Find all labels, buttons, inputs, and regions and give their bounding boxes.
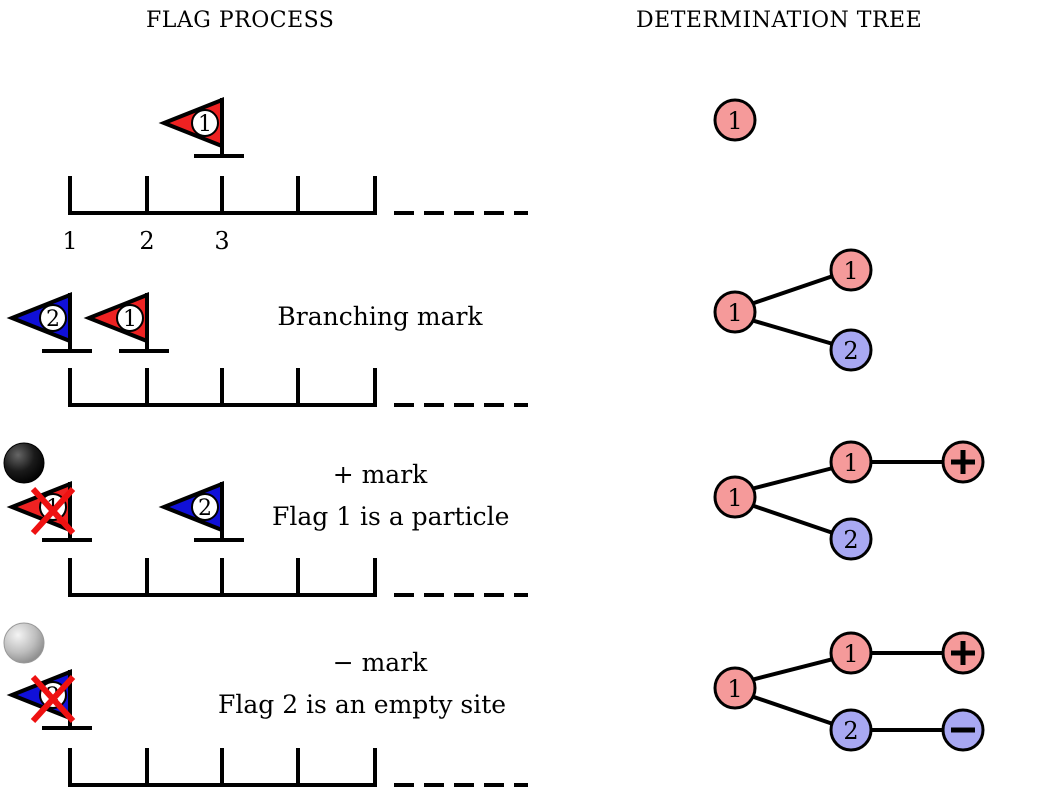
tree-node-red-1: 1: [829, 631, 873, 675]
tree-node-circle: [829, 708, 873, 752]
tree-node-circle: [829, 440, 873, 484]
tree-edge: [750, 657, 834, 682]
tree-root-node: 1: [713, 475, 757, 519]
tree-node-label: 1: [843, 449, 858, 477]
flag-number: 2: [46, 307, 60, 332]
particle-ball: [3, 442, 45, 484]
tree-node-label: 1: [727, 107, 742, 135]
tree-node-circle: [713, 475, 757, 519]
flag-blue-2: 2: [6, 292, 92, 353]
determination-tree-panel: 1 1 2 1 1 2 1 1 2 1: [713, 98, 985, 752]
tree-edge: [750, 503, 834, 535]
flag-number-circle: [39, 304, 67, 332]
axis-number-2: 2: [139, 227, 154, 255]
tree-row-4: 1 2 1: [713, 631, 985, 752]
tree-node-red-1: 1: [829, 440, 873, 484]
axis-number-3: 3: [214, 227, 229, 255]
flag-blue-2: 2: [158, 481, 244, 542]
flag-blue-2: 2: [6, 669, 92, 730]
tree-node-circle: [713, 98, 757, 142]
cross-mark: [30, 486, 76, 536]
lattice-row-4: [68, 748, 528, 787]
flag-number-circle: [191, 109, 219, 137]
tree-node-label: 1: [727, 675, 742, 703]
tree-node-circle: [829, 328, 873, 372]
lattice-row-3: [68, 558, 528, 597]
tree-node-label: 1: [843, 640, 858, 668]
tree-node-label: 1: [727, 484, 742, 512]
row4-caption-line1: − mark: [332, 648, 428, 677]
row2-caption-line1: Branching mark: [277, 302, 483, 331]
tree-node-circle: [713, 666, 757, 710]
row3-caption-line2: Flag 1 is a particle: [272, 502, 510, 531]
tree-node-blue-2: 2: [829, 328, 873, 372]
tree-node-label: 1: [727, 299, 742, 327]
tree-row-1: 1: [713, 98, 757, 142]
flag-red-1: 1: [6, 481, 92, 542]
flag-process-panel: 1 2 3 1 2 1 1 2 2: [3, 97, 528, 787]
tree-root-node: 1: [713, 98, 757, 142]
determination-tree-header: DETERMINATION TREE: [636, 8, 923, 33]
minus-mark-node: [941, 708, 985, 752]
flag-number: 1: [198, 112, 212, 137]
flag-number: 1: [123, 307, 137, 332]
tree-node-circle: [829, 248, 873, 292]
tree-row-3: 1 2 1: [713, 440, 985, 561]
flag-number-circle: [116, 304, 144, 332]
plus-mark-node: [941, 440, 985, 484]
tree-edge: [750, 466, 834, 491]
tree-row-2: 1 2 1: [713, 248, 873, 372]
tree-edge: [750, 318, 834, 346]
tree-node-blue-2: 2: [829, 517, 873, 561]
tree-node-blue-2: 2: [829, 708, 873, 752]
flag-process-header: FLAG PROCESS: [146, 8, 335, 33]
tree-node-label: 2: [843, 337, 858, 365]
tree-node-circle: [829, 631, 873, 675]
flag-number-circle: [191, 493, 219, 521]
plus-mark-node: [941, 631, 985, 675]
tree-node-label: 2: [843, 717, 858, 745]
tree-root-node: 1: [713, 290, 757, 334]
tree-node-label: 2: [843, 526, 858, 554]
row4-caption-line2: Flag 2 is an empty site: [218, 690, 507, 719]
tree-node-circle: [829, 517, 873, 561]
lattice-row-1: [68, 176, 528, 215]
empty-site-ball: [3, 622, 45, 664]
cross-mark: [30, 674, 76, 724]
flag-number: 2: [198, 496, 212, 521]
tree-node-label: 1: [843, 257, 858, 285]
tree-edge: [750, 274, 834, 306]
tree-edge: [750, 694, 834, 726]
lattice-row-2: [68, 368, 528, 407]
axis-number-1: 1: [62, 227, 77, 255]
flag-red-1: 1: [83, 292, 169, 353]
row3-caption-line1: + mark: [332, 460, 428, 489]
tree-node-red-1: 1: [829, 248, 873, 292]
tree-node-circle: [713, 290, 757, 334]
tree-root-node: 1: [713, 666, 757, 710]
flag-red-1: 1: [158, 97, 244, 158]
